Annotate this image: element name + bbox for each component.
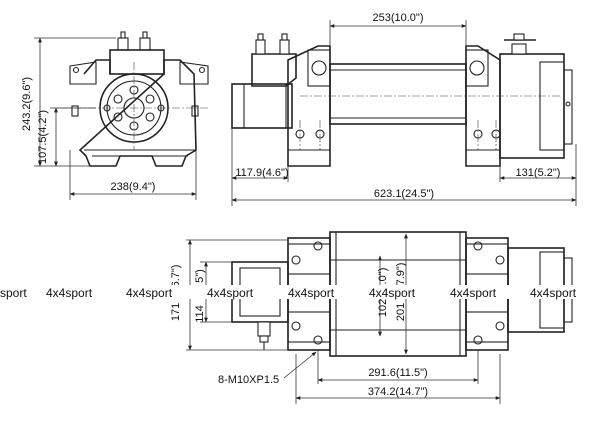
front-view-dimensions: [34, 37, 197, 200]
plan-mid-b-label: .0"): [377, 268, 389, 285]
height-overall-label: 243.2(9.6"): [21, 77, 33, 131]
gear-side-label: 131(5.2"): [516, 167, 561, 179]
drum-span-label: 253(10.0"): [373, 12, 424, 24]
bolt-spec-label: 8-M10XP1.5: [218, 374, 279, 386]
terminal-posts: [117, 31, 151, 51]
plan-left-c-label: 5"): [194, 269, 206, 283]
plan-left-d-label: 114: [194, 305, 206, 323]
watermark-text: 4x4sport: [207, 286, 254, 300]
plan-terminals: [257, 321, 271, 350]
bolt-spacing-label: 291.6(11.5"): [368, 367, 427, 379]
base-length-label: 374.2(14.7"): [368, 386, 428, 398]
plan-left-a-label: 171: [170, 303, 182, 321]
overall-length-label: 623.1(24.5"): [374, 188, 434, 200]
watermark-text: sport: [0, 286, 27, 300]
side-view: [231, 33, 573, 167]
watermark-text: 4x4sport: [46, 286, 93, 300]
watermark-text: 4x4sport: [369, 286, 416, 300]
front-view: [60, 31, 209, 167]
motor-side-label: 117.9(4.6"): [235, 167, 288, 179]
motor-body: [231, 83, 293, 129]
gearbox: [499, 53, 565, 159]
watermark-text: 4x4sport: [530, 286, 577, 300]
height-axis-label: 107.5(4.2"): [37, 110, 49, 164]
plan-mid-a-label: 102: [377, 299, 389, 317]
watermark-text: 4x4sport: [288, 286, 335, 300]
left-end-frame: [287, 45, 331, 167]
solenoid-box: [109, 49, 165, 75]
clutch-handle: [504, 33, 536, 55]
plan-left-b-label: 6.7"): [170, 265, 182, 288]
housing-outline: [78, 59, 197, 167]
watermark-row: sport 4x4sport 4x4sport 4x4sport 4x4spor…: [0, 285, 600, 300]
cable-drum: [329, 63, 467, 125]
plan-mid-d-label: 7.9"): [395, 263, 407, 286]
watermark-text: 4x4sport: [450, 286, 497, 300]
plan-mid-c-label: 201: [395, 303, 407, 321]
side-view-dimensions: [231, 20, 577, 206]
watermark-text: 4x4sport: [126, 286, 173, 300]
front-width-label: 238(9.4"): [111, 181, 156, 193]
side-terminals: [255, 33, 290, 55]
